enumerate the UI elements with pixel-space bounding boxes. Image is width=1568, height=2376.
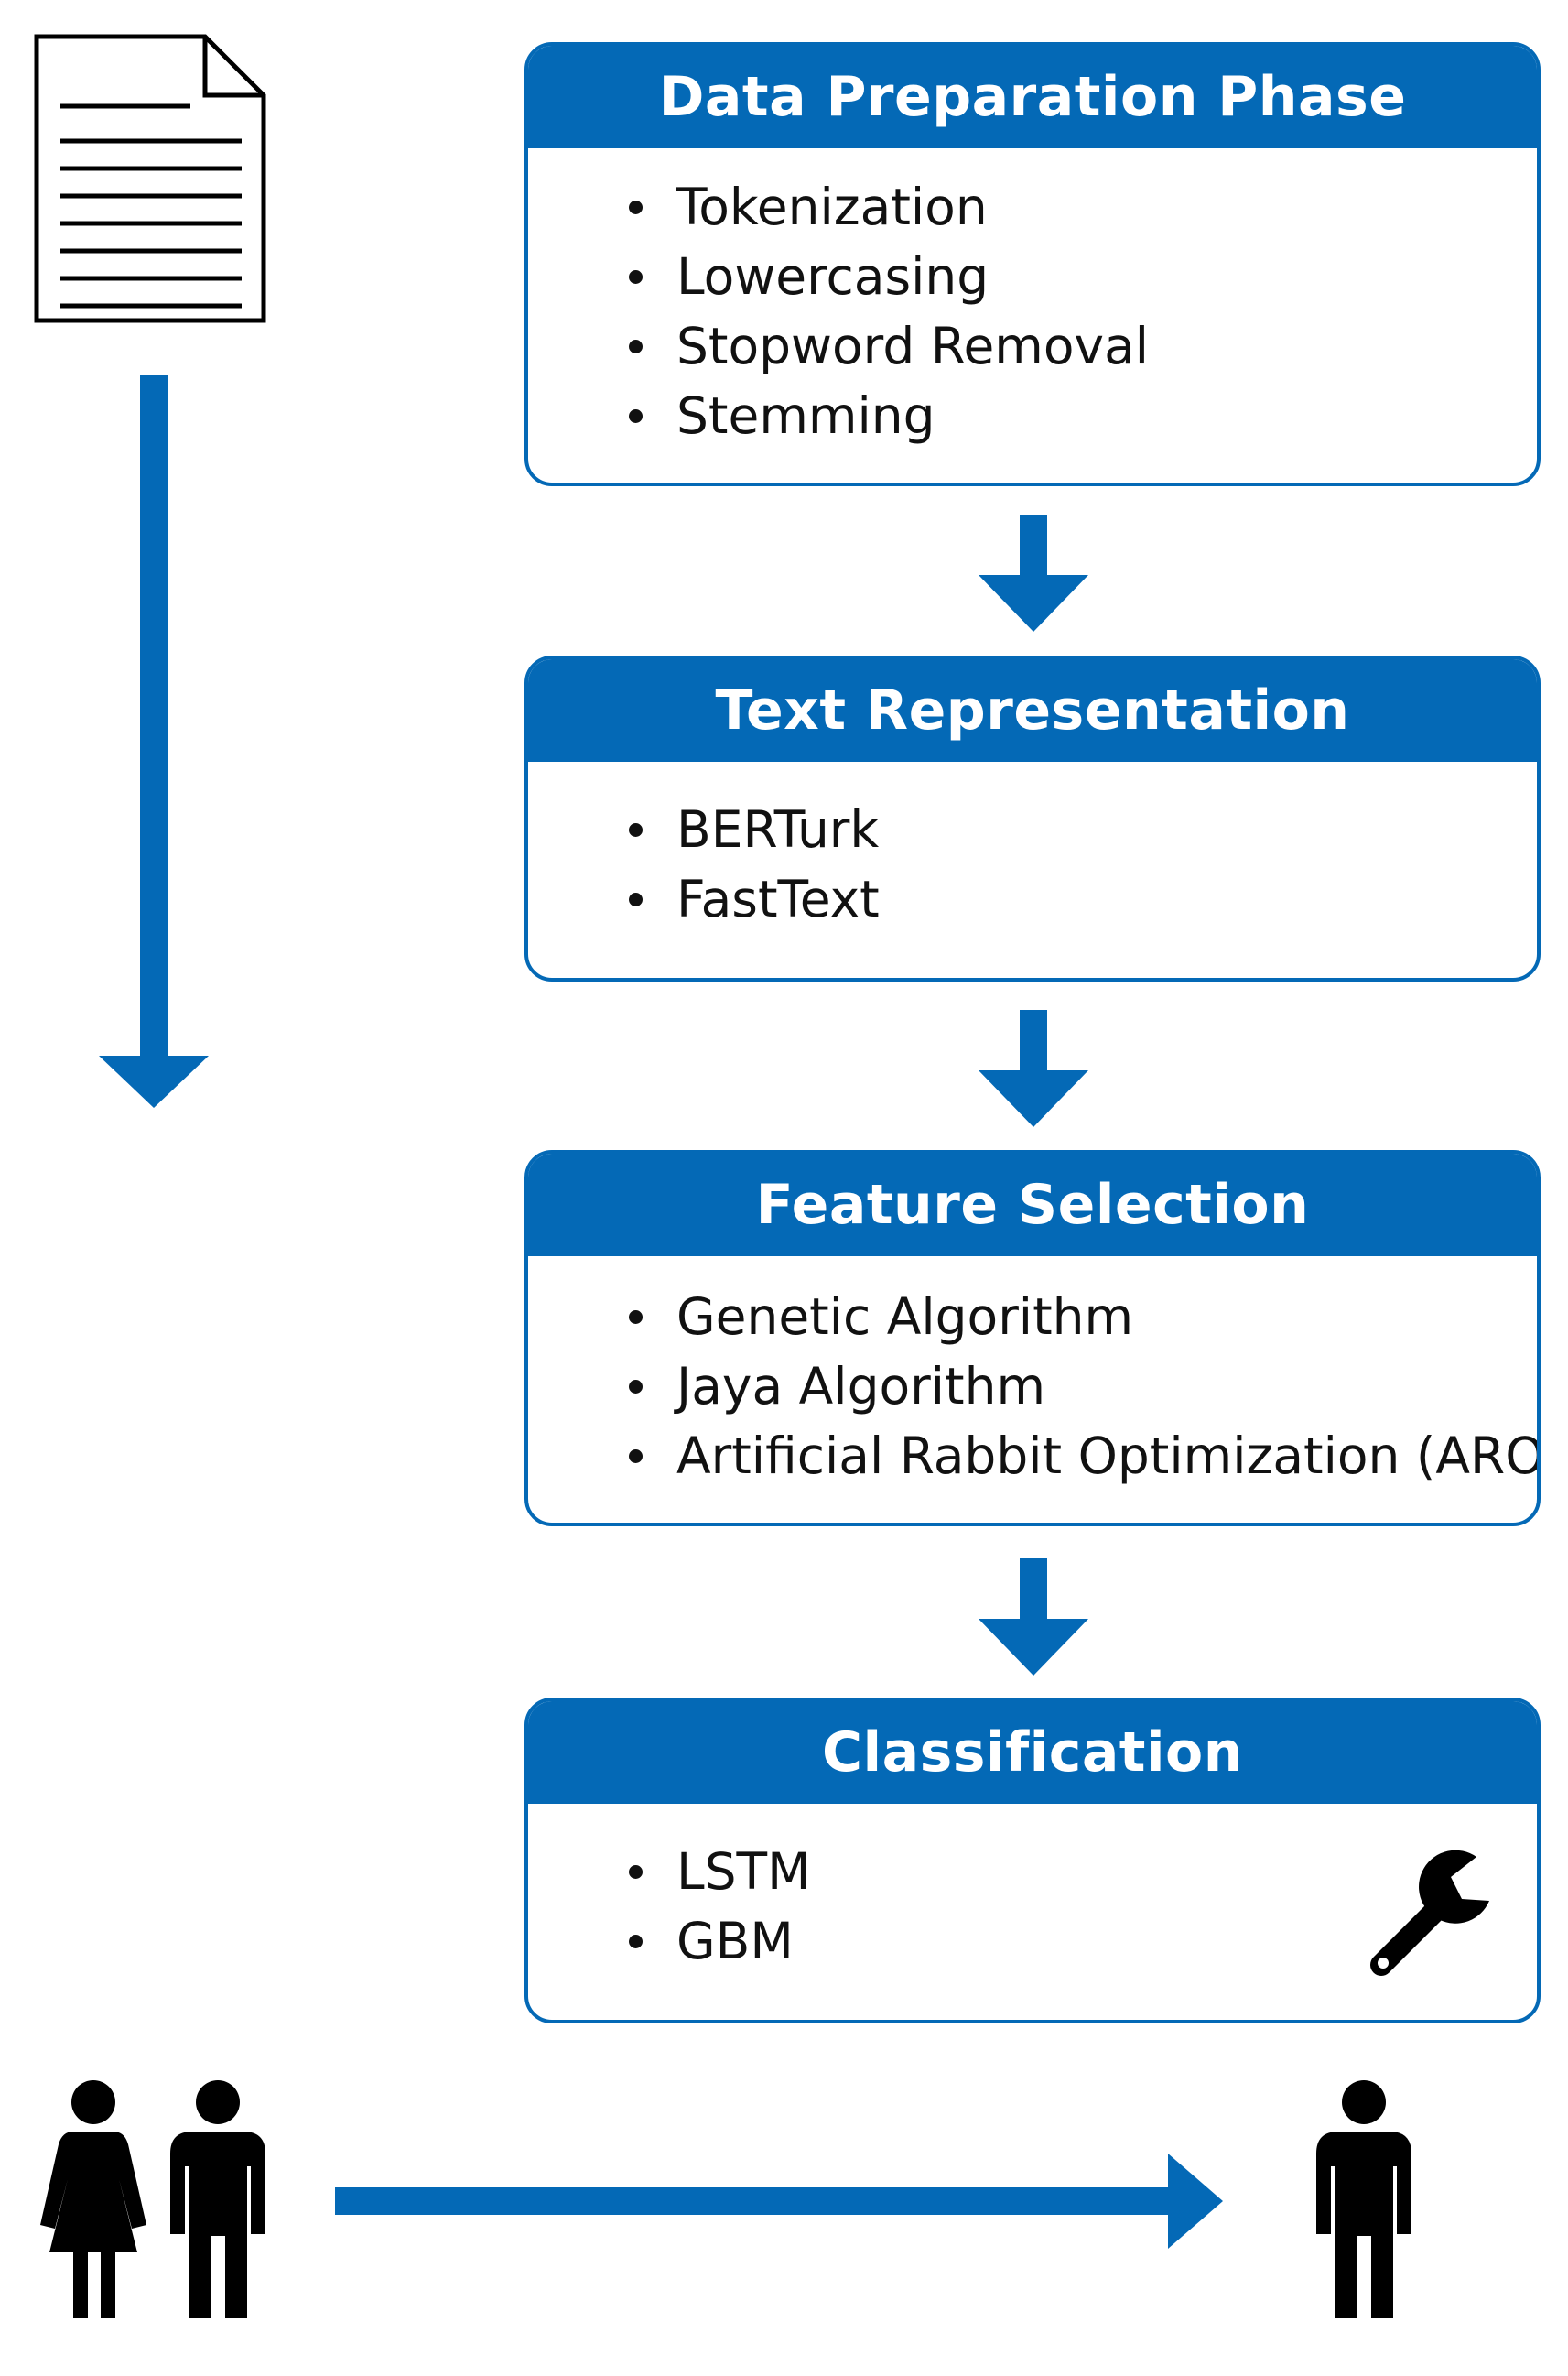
flow-arrow-down bbox=[979, 1558, 1088, 1676]
list-item: Jaya Algorithm bbox=[629, 1351, 1537, 1421]
stage-item-list: LSTM GBM bbox=[528, 1804, 1537, 1976]
list-item: BERTurk bbox=[629, 795, 1537, 864]
stage-title: Feature Selection bbox=[528, 1154, 1537, 1256]
stage-item-list: Tokenization Lowercasing Stopword Remova… bbox=[528, 148, 1537, 450]
list-item: Tokenization bbox=[629, 172, 1537, 242]
stage-classification: Classification LSTM GBM bbox=[524, 1698, 1541, 2023]
stage-item-list: Genetic Algorithm Jaya Algorithm Artific… bbox=[528, 1256, 1537, 1491]
users-group-icon bbox=[37, 2078, 275, 2326]
list-item: Lowercasing bbox=[629, 242, 1537, 311]
user-icon bbox=[1311, 2078, 1417, 2326]
document-icon bbox=[33, 33, 267, 324]
list-item: Stopword Removal bbox=[629, 311, 1537, 381]
stage-data-preparation: Data Preparation Phase Tokenization Lowe… bbox=[524, 42, 1541, 486]
flow-arrow-down bbox=[979, 515, 1088, 632]
stage-title: Text Representation bbox=[528, 659, 1537, 762]
flow-arrow-right bbox=[335, 2154, 1223, 2249]
stage-item-list: BERTurk FastText bbox=[528, 762, 1537, 934]
list-item: FastText bbox=[629, 864, 1537, 934]
stage-title: Data Preparation Phase bbox=[528, 46, 1537, 148]
list-item: Stemming bbox=[629, 381, 1537, 450]
list-item: Artificial Rabbit Optimization (ARO) bbox=[629, 1421, 1537, 1491]
flow-arrow-down-left bbox=[99, 375, 209, 1108]
wrench-icon bbox=[1363, 1846, 1500, 1983]
stage-title: Classification bbox=[528, 1701, 1537, 1804]
stage-feature-selection: Feature Selection Genetic Algorithm Jaya… bbox=[524, 1150, 1541, 1526]
flow-arrow-down bbox=[979, 1010, 1088, 1127]
list-item: Genetic Algorithm bbox=[629, 1282, 1537, 1351]
stage-text-representation: Text Representation BERTurk FastText bbox=[524, 656, 1541, 982]
list-item: LSTM bbox=[629, 1837, 1537, 1906]
list-item: GBM bbox=[629, 1906, 1537, 1976]
